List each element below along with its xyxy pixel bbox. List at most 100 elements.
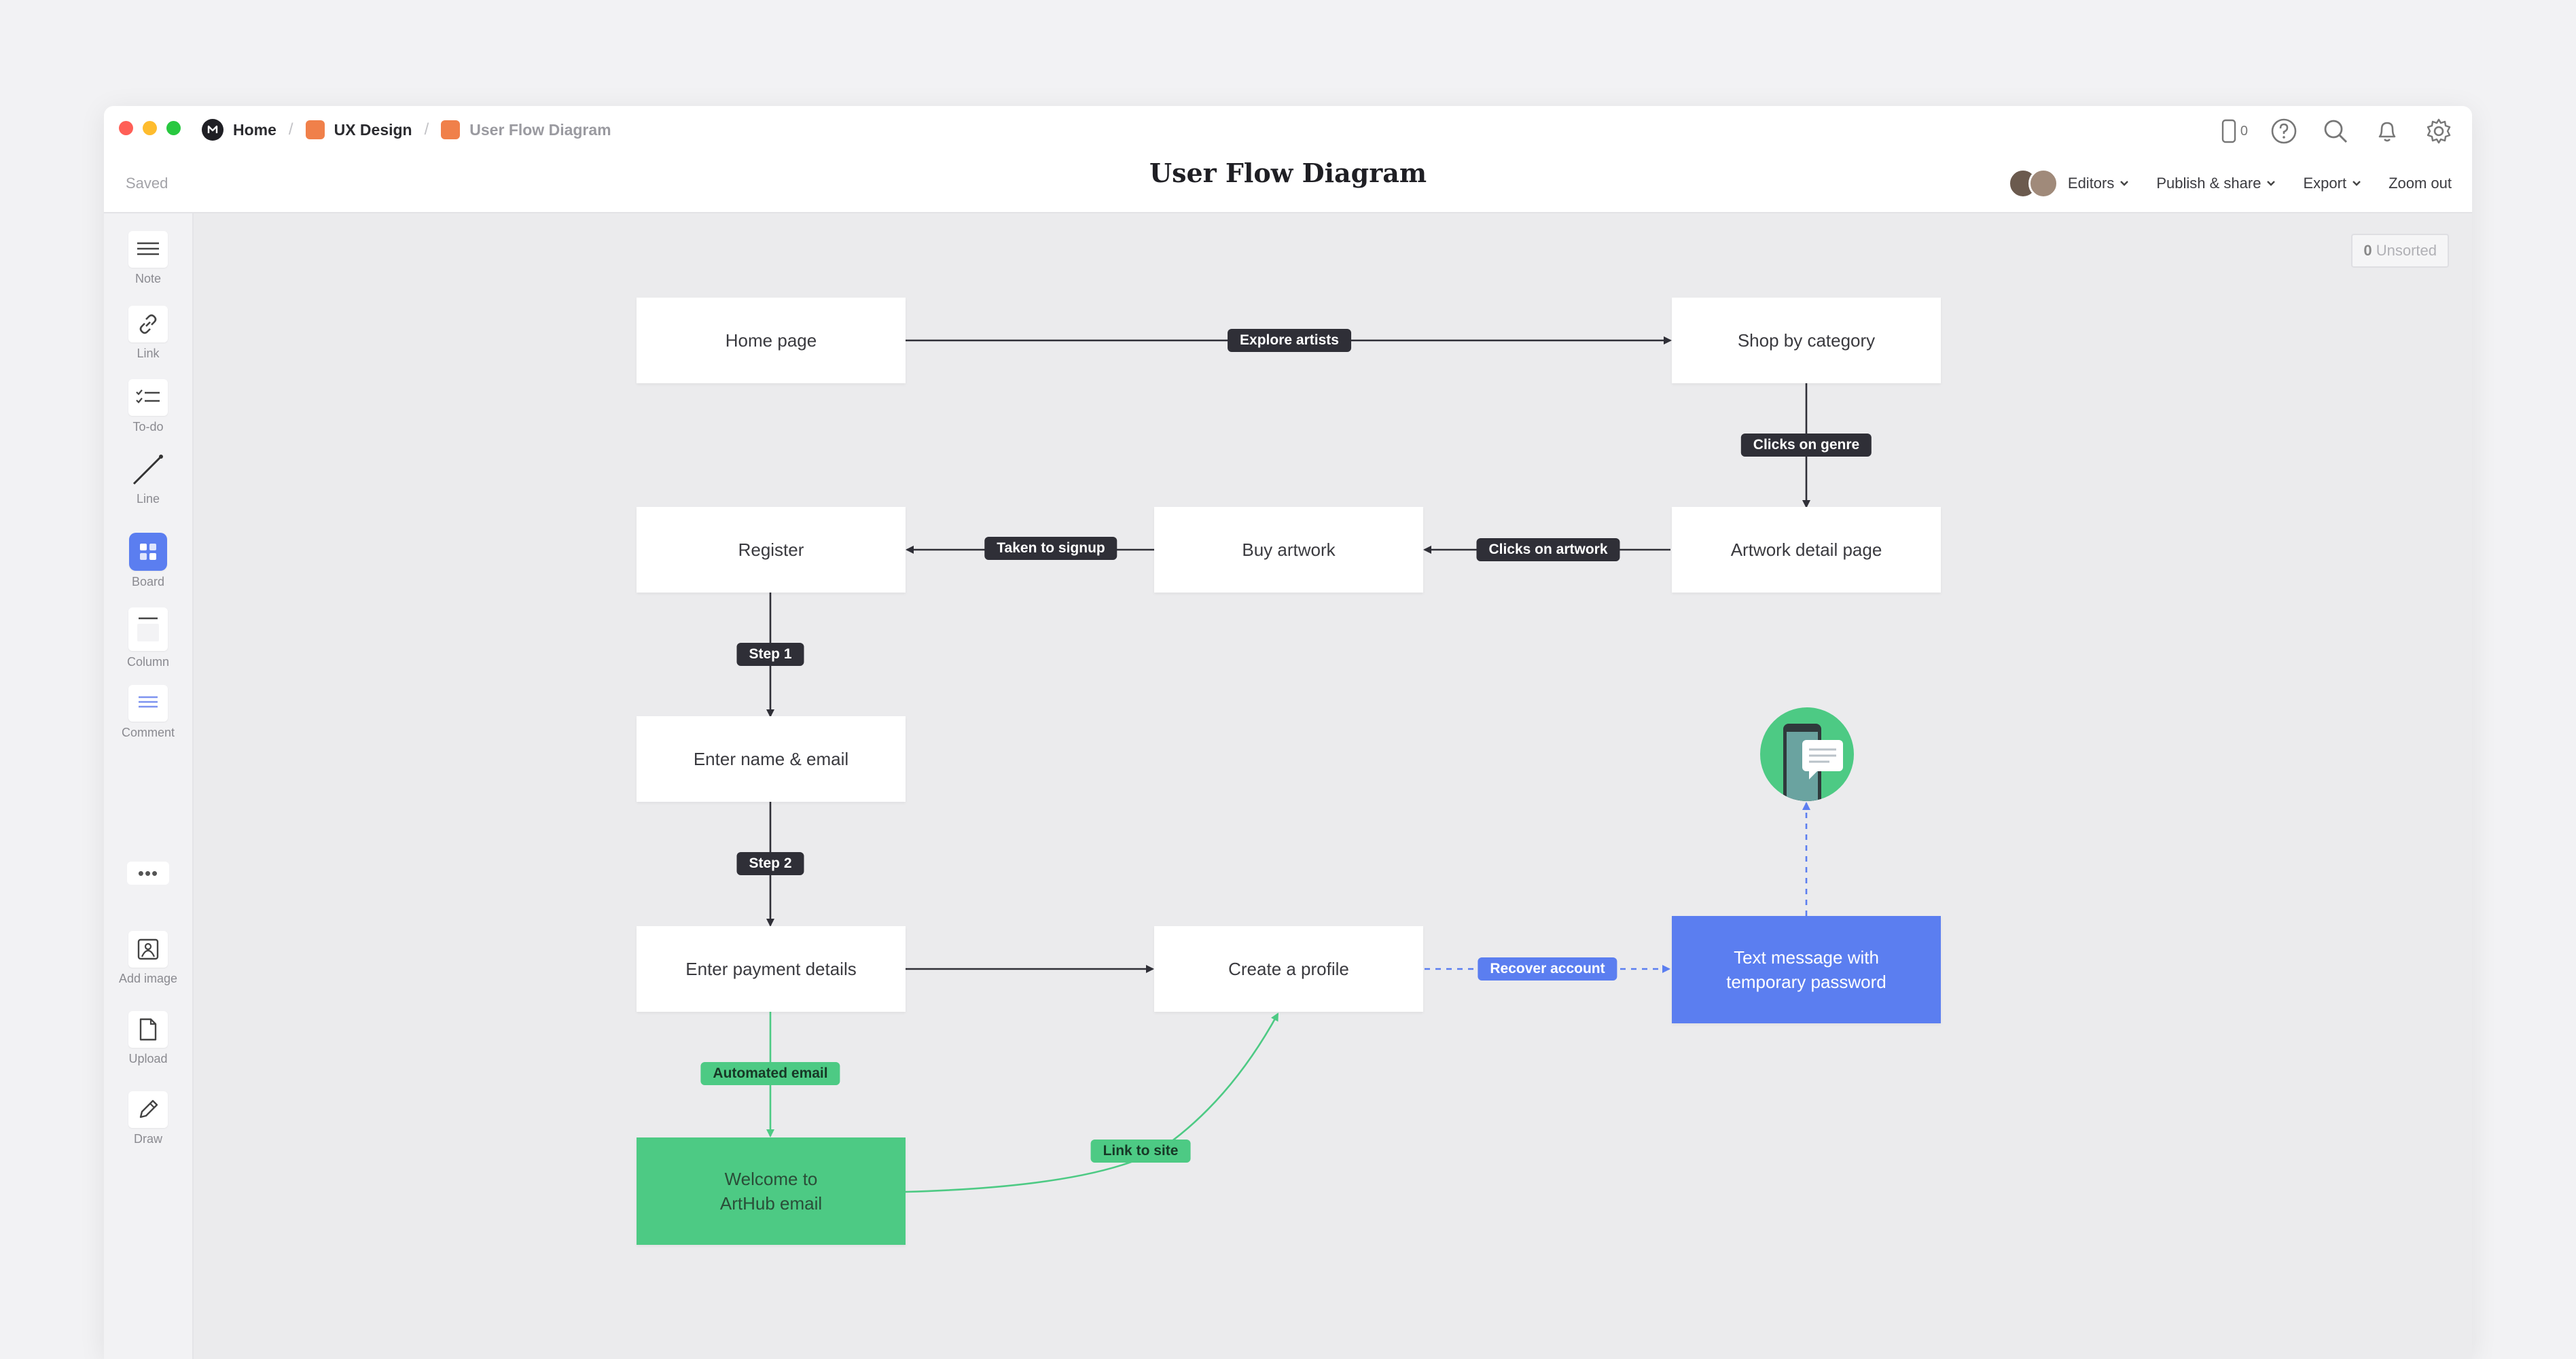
editors-label: Editors (2067, 175, 2115, 192)
device-count: 0 (2240, 123, 2248, 139)
tool-line-label: Line (136, 492, 160, 506)
comment-icon (128, 685, 168, 722)
breadcrumb-separator: / (424, 120, 429, 139)
device-counter[interactable]: 0 (2221, 119, 2248, 143)
tool-note-label: Note (135, 272, 162, 285)
unsorted-counter[interactable]: 0 Unsorted (2351, 234, 2449, 268)
node-create-profile[interactable]: Create a profile (1154, 926, 1423, 1012)
tool-add-image[interactable]: Add image (104, 931, 192, 986)
tool-comment[interactable]: Comment (104, 685, 192, 740)
edge-label-clicks-on-artwork[interactable]: Clicks on artwork (1476, 538, 1620, 561)
node-text-message[interactable]: Text message with temporary password (1672, 916, 1941, 1023)
phone-chat-icon (1783, 724, 1843, 801)
publish-share-menu[interactable]: Publish & share (2156, 175, 2276, 192)
node-register[interactable]: Register (637, 507, 906, 593)
tool-add-image-label: Add image (118, 972, 178, 985)
edge-welcome-to-profile[interactable] (905, 1012, 1279, 1193)
editors-menu[interactable]: Editors (2007, 169, 2129, 198)
avatar (2028, 169, 2058, 198)
breadcrumb-project[interactable]: UX Design (305, 120, 412, 139)
tool-sidebar: Note Link To-do Line Board (104, 213, 194, 1359)
chevron-down-icon (2353, 181, 2361, 186)
image-icon (128, 931, 168, 968)
phone-message-image[interactable] (1760, 707, 1854, 801)
tool-todo-label: To-do (132, 420, 164, 434)
edge-label-automated-email[interactable]: Automated email (700, 1062, 840, 1085)
tool-board[interactable]: Board (104, 533, 192, 589)
breadcrumb-home[interactable]: Home (202, 119, 276, 141)
publish-share-label: Publish & share (2156, 175, 2261, 192)
unsorted-count: 0 (2363, 242, 2372, 259)
edge-label-clicks-on-genre[interactable]: Clicks on genre (1740, 434, 1872, 457)
top-bar: Home / UX Design / User Flow Diagram Sav… (104, 106, 2472, 213)
tool-board-label: Board (131, 575, 165, 588)
node-home-page[interactable]: Home page (637, 298, 906, 383)
help-icon[interactable] (2268, 116, 2300, 147)
column-icon (128, 607, 168, 651)
tool-line[interactable]: Line (104, 451, 192, 506)
board-color-icon (441, 120, 461, 139)
tool-draw-label: Draw (133, 1132, 162, 1146)
file-icon (128, 1011, 168, 1048)
breadcrumb-project-label: UX Design (334, 120, 412, 139)
breadcrumb-current[interactable]: User Flow Diagram (441, 120, 611, 139)
more-tools-button[interactable]: ••• (127, 862, 169, 885)
tool-upload-label: Upload (128, 1052, 168, 1065)
page-title: User Flow Diagram (1149, 158, 1427, 188)
settings-icon[interactable] (2423, 116, 2454, 147)
editor-avatars (2007, 169, 2058, 198)
node-text-message-line-1: Text message with (1734, 947, 1879, 968)
link-icon (128, 306, 168, 342)
edge-label-link-to-site[interactable]: Link to site (1090, 1140, 1191, 1163)
edge-label-step-2[interactable]: Step 2 (736, 852, 804, 875)
board-color-icon (305, 120, 325, 139)
edge-label-recover-account[interactable]: Recover account (1478, 957, 1617, 981)
zoom-out-button[interactable]: Zoom out (2389, 175, 2452, 192)
node-enter-payment-details[interactable]: Enter payment details (637, 926, 906, 1012)
tool-link[interactable]: Link (104, 306, 192, 361)
breadcrumb-home-label: Home (233, 120, 276, 139)
checklist-icon (128, 379, 168, 416)
board-canvas[interactable]: Home page Shop by category Register Buy … (104, 106, 2472, 1359)
node-artwork-detail-page[interactable]: Artwork detail page (1672, 507, 1941, 593)
chevron-down-icon (2267, 181, 2276, 186)
zoom-out-label: Zoom out (2389, 175, 2452, 192)
mobile-icon (2221, 119, 2236, 143)
breadcrumb-current-label: User Flow Diagram (469, 120, 611, 139)
export-menu[interactable]: Export (2303, 175, 2361, 192)
close-window-button[interactable] (119, 121, 133, 135)
chevron-down-icon (2120, 181, 2129, 186)
tool-comment-label: Comment (121, 726, 175, 739)
export-label: Export (2303, 175, 2347, 192)
tool-draw[interactable]: Draw (104, 1091, 192, 1146)
line-icon (128, 451, 168, 488)
tool-upload[interactable]: Upload (104, 1011, 192, 1066)
milanote-logo-icon (202, 119, 223, 141)
search-icon[interactable] (2320, 116, 2351, 147)
edge-label-step-1[interactable]: Step 1 (736, 643, 804, 666)
tool-todo[interactable]: To-do (104, 379, 192, 434)
node-welcome-line-2: ArtHub email (719, 1193, 823, 1214)
pencil-icon (128, 1091, 168, 1128)
top-icon-bar: 0 (2221, 116, 2454, 147)
tool-column[interactable]: Column (104, 607, 192, 669)
board-actions: Editors Publish & share Export Zoom out (2007, 169, 2452, 198)
node-welcome-email[interactable]: Welcome to ArtHub email (637, 1137, 906, 1245)
breadcrumb-separator: / (288, 120, 293, 139)
unsorted-label: Unsorted (2376, 242, 2437, 259)
edge-label-explore-artists[interactable]: Explore artists (1228, 329, 1351, 352)
window-controls (119, 121, 181, 135)
node-buy-artwork[interactable]: Buy artwork (1154, 507, 1423, 593)
tool-note[interactable]: Note (104, 231, 192, 286)
edge-label-taken-to-signup[interactable]: Taken to signup (984, 537, 1117, 560)
maximize-window-button[interactable] (166, 121, 181, 135)
node-text-message-line-2: temporary password (1726, 972, 1886, 992)
node-enter-name-email[interactable]: Enter name & email (637, 716, 906, 802)
connector-layer (766, 336, 1810, 1193)
minimize-window-button[interactable] (143, 121, 157, 135)
node-welcome-line-1: Welcome to (724, 1169, 818, 1189)
bell-icon[interactable] (2372, 116, 2403, 147)
tool-link-label: Link (137, 347, 160, 360)
node-shop-by-category[interactable]: Shop by category (1672, 298, 1941, 383)
note-icon (128, 231, 168, 268)
